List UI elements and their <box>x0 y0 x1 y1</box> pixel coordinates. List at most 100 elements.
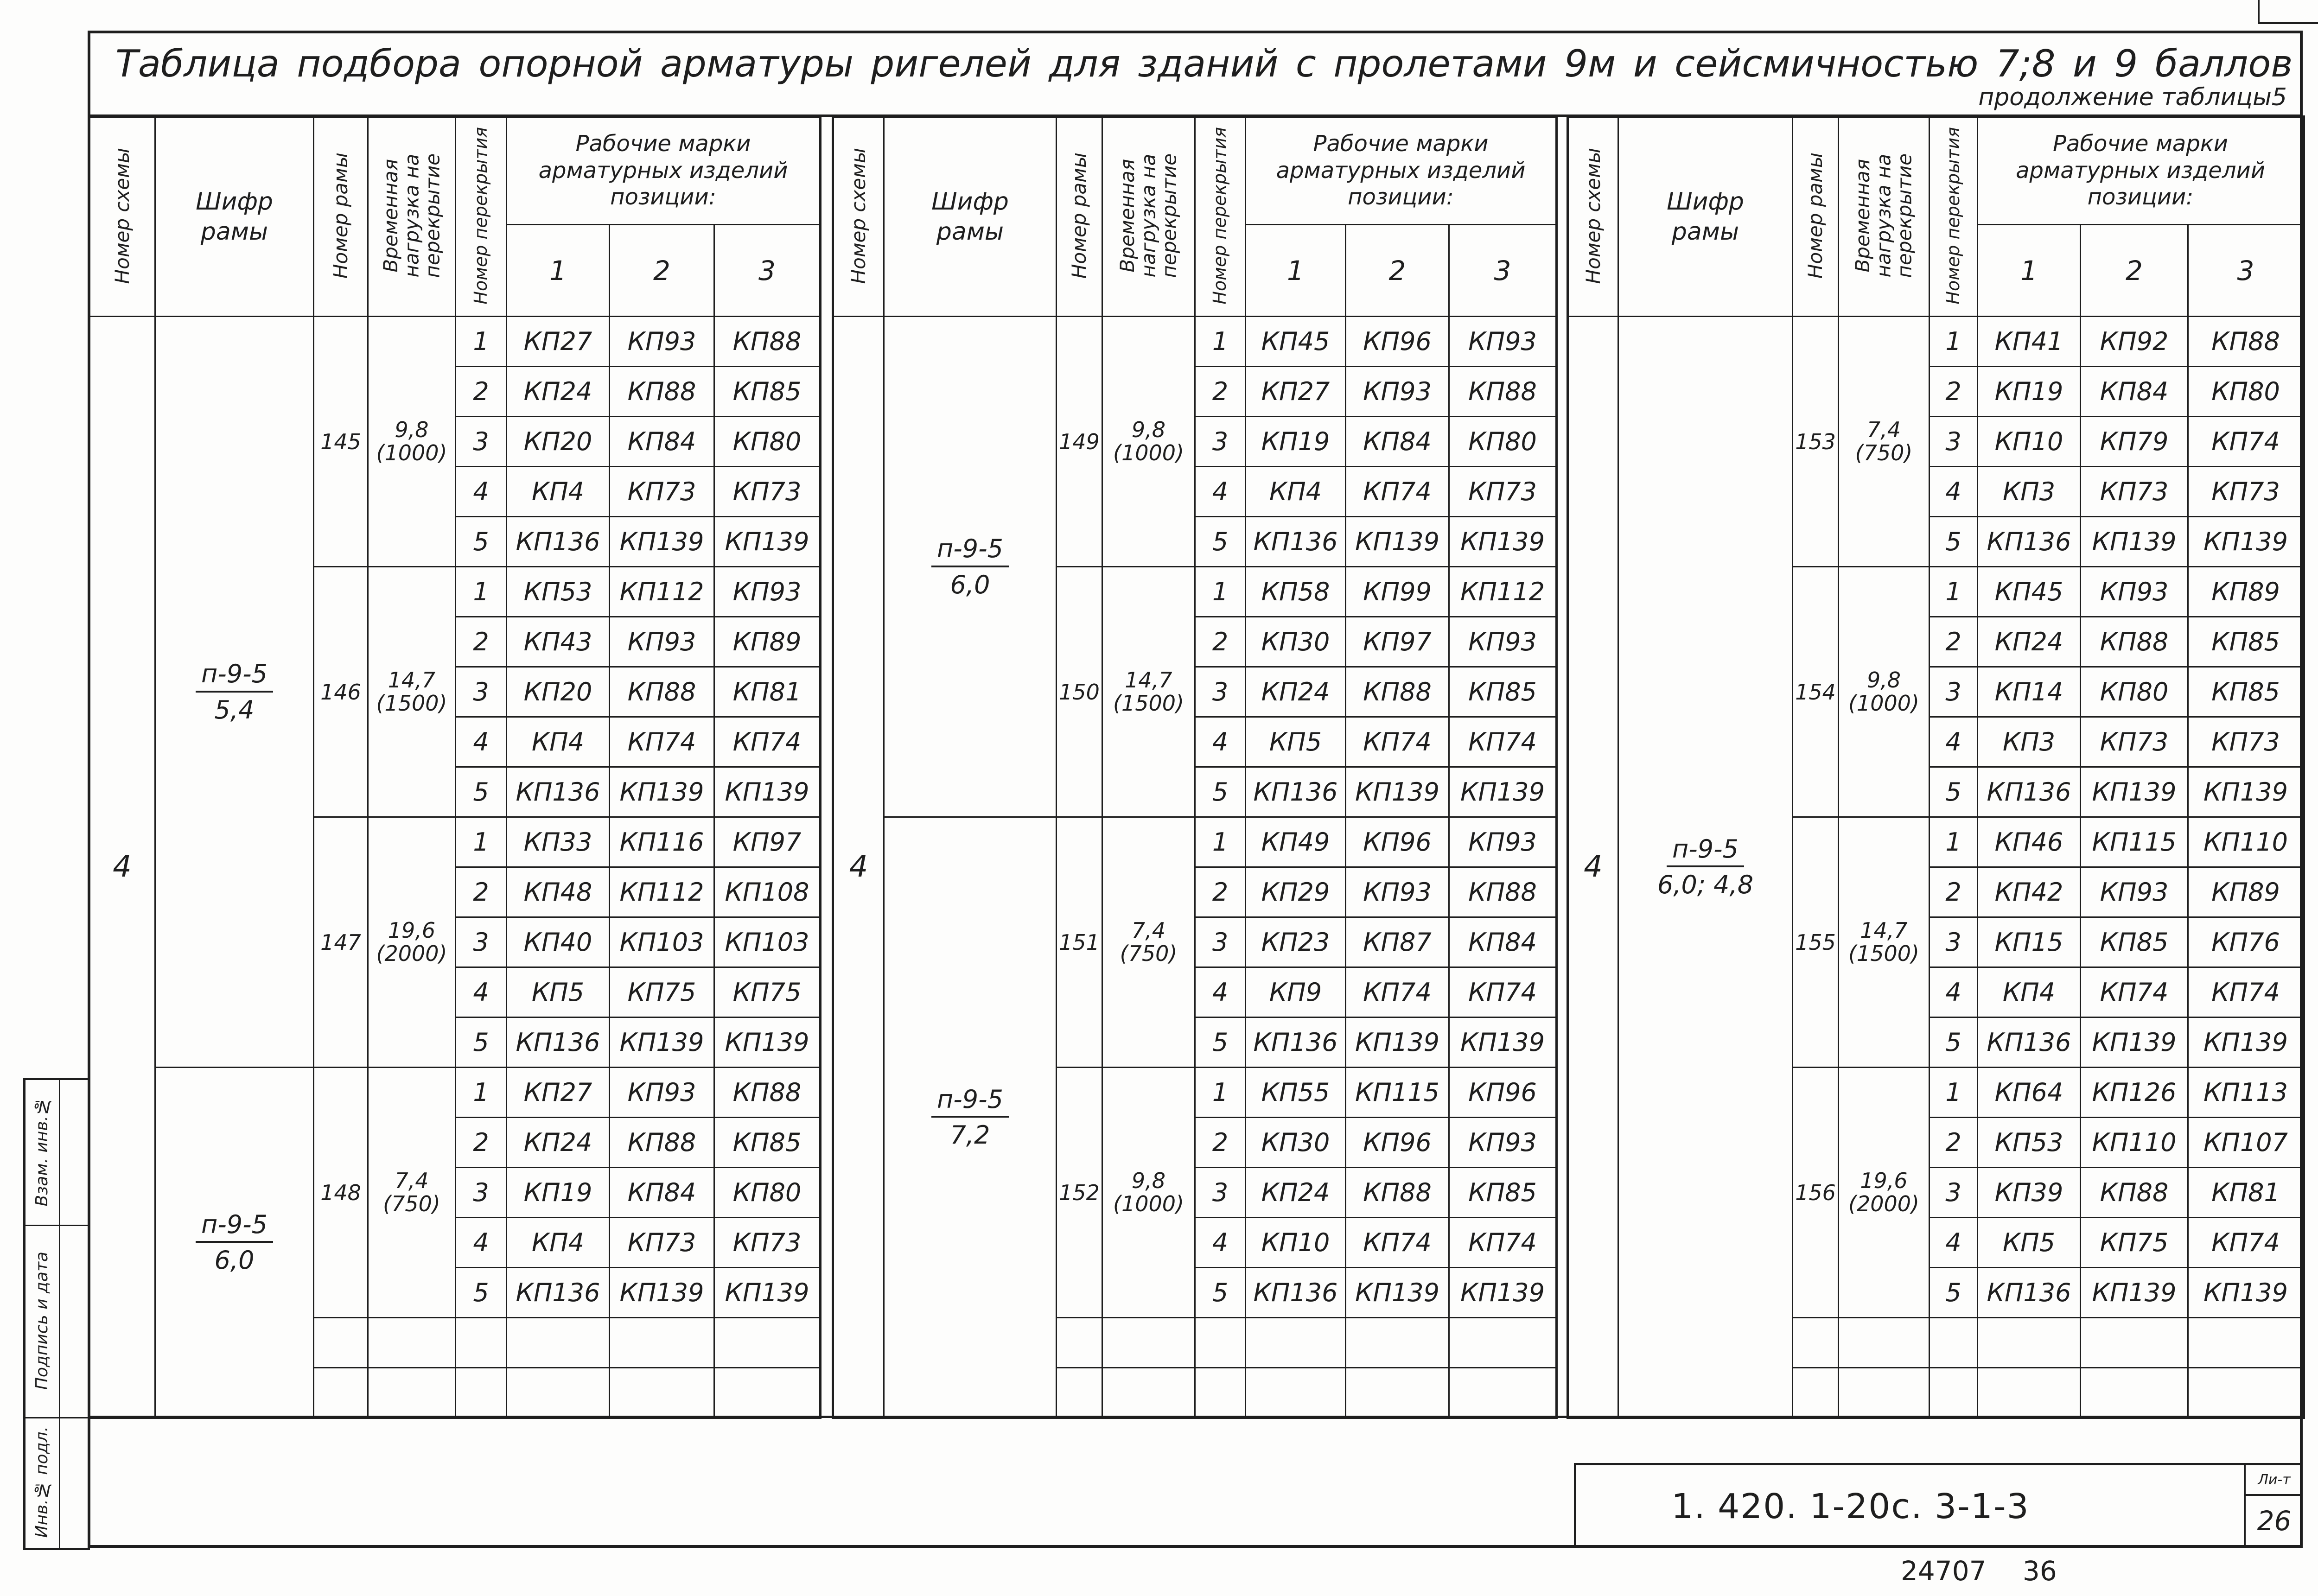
mark-cell-position-1: КП64 <box>1977 1067 2081 1118</box>
blank-cell <box>313 1367 369 1418</box>
stamp-cell: Инв.№ подл. <box>24 1417 60 1550</box>
floor-number-cell: 1 <box>1929 566 1978 617</box>
floor-load-kgf: (1000) <box>1113 440 1184 465</box>
floor-number-cell: 3 <box>1194 416 1246 467</box>
blank-cell <box>1838 1317 1930 1368</box>
mark-cell-position-2: КП74 <box>1345 967 1450 1018</box>
frame-number-cell: 148 <box>313 1067 369 1318</box>
mark-cell-position-2: КП112 <box>609 566 715 617</box>
mark-cell-position-3: КП85 <box>1448 666 1558 718</box>
mark-cell-position-1: КП41 <box>1977 316 2081 367</box>
floor-number-cell: 1 <box>455 1067 507 1118</box>
frame-code-series: п-9-5 <box>196 660 273 693</box>
header-frame-code-line: Шифр <box>931 187 1009 216</box>
mark-cell-position-3: КП80 <box>1448 416 1558 467</box>
sheet-label: Ли-т <box>2246 1465 2303 1496</box>
mark-cell-position-2: КП92 <box>2080 316 2189 367</box>
stamp-row: Подпись и дата <box>24 1225 89 1418</box>
header-working-marks-line: Рабочие марки <box>575 131 751 157</box>
mark-cell-position-1: КП136 <box>1245 1267 1346 1318</box>
mark-cell-position-2: КП87 <box>1345 916 1450 968</box>
mark-cell-position-1: КП53 <box>506 566 610 617</box>
table-row <box>1568 1367 2305 1418</box>
mark-cell-position-1: КП24 <box>506 1117 610 1168</box>
blank-cell <box>1194 1367 1246 1418</box>
blank-cell <box>1977 1317 2081 1368</box>
mark-cell-position-3: КП139 <box>1448 1017 1558 1068</box>
header-working-marks-line: позиции: <box>610 184 716 210</box>
mark-cell-position-1: КП136 <box>506 1267 610 1318</box>
floor-load-value: 9,8 <box>1866 667 1901 693</box>
mark-cell-position-3: КП74 <box>1448 967 1558 1018</box>
blank-cell <box>1448 1367 1558 1418</box>
blank-cell <box>2080 1367 2189 1418</box>
floor-number-cell: 1 <box>455 816 507 868</box>
floor-number-cell: 1 <box>1929 1067 1978 1118</box>
floor-number-cell: 1 <box>1194 316 1246 367</box>
blank-cell <box>1056 1367 1103 1418</box>
mark-cell-position-1: КП55 <box>1245 1067 1346 1118</box>
floor-number-cell: 2 <box>1929 866 1978 918</box>
mark-cell-position-1: КП43 <box>506 616 610 668</box>
mark-cell-position-3: КП139 <box>1448 1267 1558 1318</box>
header-floor-load-line: нагрузка на <box>1872 154 1895 278</box>
mark-cell-position-2: КП139 <box>2080 1267 2189 1318</box>
scheme-number-cell: 4 <box>88 316 156 1418</box>
frame-number-cell: 152 <box>1056 1067 1103 1318</box>
mark-cell-position-1: КП19 <box>506 1167 610 1218</box>
header-frame-code-line: рамы <box>936 217 1004 246</box>
mark-cell-position-3: КП139 <box>713 766 821 818</box>
mark-cell-position-1: КП45 <box>1977 566 2081 617</box>
stamp-cell: Подпись и дата <box>24 1225 60 1418</box>
mark-cell-position-3: КП80 <box>2187 366 2305 417</box>
floor-number-cell: 4 <box>1929 466 1978 517</box>
original-inventory-label: Инв.№ подл. <box>32 1426 51 1538</box>
mark-cell-position-2: КП88 <box>609 366 715 417</box>
floor-number-cell: 3 <box>455 666 507 718</box>
blank-cell <box>1345 1367 1450 1418</box>
mark-cell-position-3: КП139 <box>2187 516 2305 567</box>
header-position-1: 1 <box>1245 224 1346 317</box>
mark-cell-position-3: КП73 <box>713 466 821 517</box>
floor-load-kgf: (750) <box>1120 941 1178 966</box>
floor-load-value: 9,8 <box>1131 417 1166 442</box>
mark-cell-position-3: КП85 <box>713 366 821 417</box>
frame-number-cell: 146 <box>313 566 369 818</box>
mark-cell-position-1: КП27 <box>506 316 610 367</box>
mark-cell-position-3: КП85 <box>2187 616 2305 668</box>
mark-cell-position-1: КП20 <box>506 666 610 718</box>
header-frame-number: Номер рамы <box>1792 116 1839 317</box>
header-working-marks-line: Рабочие марки <box>2053 131 2228 157</box>
floor-load-kgf: (750) <box>383 1191 440 1216</box>
archive-number: 24707 36 <box>1901 1555 2057 1587</box>
header-floor-load-line: нагрузка на <box>400 154 423 278</box>
floor-number-cell: 1 <box>455 566 507 617</box>
mark-cell-position-2: КП139 <box>609 516 715 567</box>
frame-code-series: п-9-5 <box>1667 835 1744 867</box>
mark-cell-position-2: КП96 <box>1345 316 1450 367</box>
blank-cell <box>1194 1317 1246 1368</box>
floor-load-cell: 9,8(1000) <box>1102 316 1196 567</box>
blank-cell <box>713 1367 821 1418</box>
